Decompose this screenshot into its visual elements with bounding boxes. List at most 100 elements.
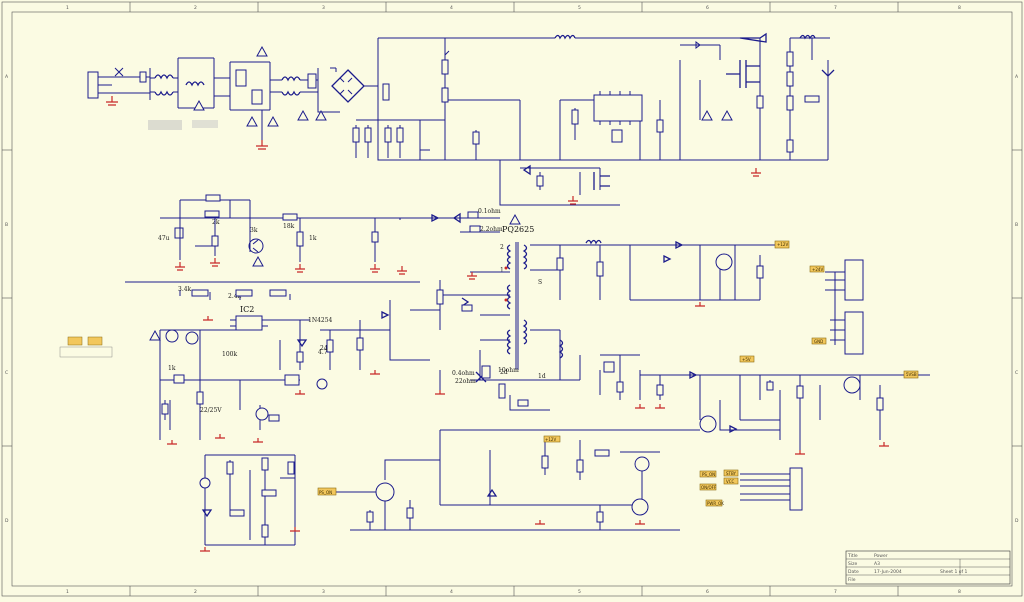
resistor-r-fb-4 — [786, 139, 794, 153]
zone-col-5-bottom: 5 — [578, 589, 581, 595]
transformer-pin-s: S — [538, 279, 542, 286]
title-block-label-file: File — [848, 577, 856, 583]
net-tag-small-3 — [268, 414, 280, 422]
capacitor-c-ss — [611, 129, 623, 143]
zone-row-labels: A B C D A B C D — [5, 74, 1019, 524]
net-tag-on-off-label: ON/OFF — [701, 485, 717, 490]
net-tag-ps-on — [699, 470, 717, 478]
pfc-controller-ic — [593, 94, 643, 122]
diode-d-aux — [522, 164, 531, 176]
transformer-aux-winding — [506, 329, 512, 355]
label-r-22ohm: 22ohm — [455, 378, 476, 385]
ground-icon — [295, 390, 305, 395]
net-tag-box-2 — [87, 336, 103, 346]
resistor-r-4-7 — [326, 339, 334, 353]
blurred-label-1 — [148, 120, 182, 130]
label-c-47u: 47u — [158, 235, 170, 242]
resistor-r-gate-main — [436, 289, 444, 305]
title-block-value-date: 17-Jun-2004 — [874, 569, 902, 575]
net-tag-pwr-ok-label: PWR_OK — [707, 501, 724, 506]
ground-icon — [655, 404, 665, 409]
capacitor-c-base — [406, 507, 414, 519]
resistor-r-t3 — [287, 461, 295, 475]
label-r-4-7: 4.7 — [318, 349, 328, 356]
net-tag-vcc-label: VCC — [726, 479, 735, 484]
zone-col-2: 2 — [194, 5, 197, 11]
pwm-controller-section: 3.4k 2.4k IC2 1N4254 24 4.7 — [59, 281, 445, 445]
pfc-boost-diode — [739, 32, 767, 43]
title-block-value-sheet: Sheet 1 of 1 — [940, 569, 968, 575]
optocoupler-2 — [634, 456, 650, 472]
resistor-r-prot-1 — [541, 455, 549, 469]
zone-row-d: D — [5, 518, 9, 524]
resistor-r-fb-1 — [786, 51, 794, 67]
transformer-pin-1: 1 — [500, 267, 504, 274]
net-tag-gnd — [811, 337, 827, 345]
zone-col-8: 8 — [958, 5, 961, 11]
capacitor-c-y — [517, 399, 529, 407]
capacitor-47u — [174, 227, 184, 239]
transistor-q-prot — [375, 482, 395, 502]
standby-output-section: 5VSB — [699, 370, 930, 455]
standby-flyback-section: 2k 3k 47u 18k 1k 0.1ohm 2.2ohm — [158, 194, 503, 275]
ground-icon — [290, 527, 300, 532]
net-tag-24v-label: +24V — [812, 267, 823, 272]
ground-icon — [167, 440, 177, 445]
resistor-r-t2 — [261, 457, 269, 471]
resistor-r-fb-3 — [786, 95, 794, 111]
warning-triangle-icon — [701, 109, 713, 121]
diode-d-pok — [729, 424, 738, 434]
resistor-r-reg — [616, 381, 624, 393]
ground-icon — [370, 264, 380, 273]
diode-d-prot — [316, 378, 328, 390]
resistor-r-t4 — [229, 509, 245, 517]
zener-diode-prot — [486, 488, 498, 497]
transistor-q-pwm — [255, 407, 269, 421]
resistor-r-line-sense-2 — [235, 289, 253, 297]
zone-column-labels: 1 2 3 4 5 6 7 8 1 2 3 4 5 6 7 8 — [66, 5, 961, 595]
net-tag-small-2 — [284, 374, 300, 386]
resistor-r-line-sense-1 — [191, 289, 209, 297]
label-r-3k: 3k — [250, 227, 258, 234]
resistor-r-gate — [756, 95, 764, 109]
label-r-0-4ohm: 0.4ohm — [452, 370, 475, 377]
ground-icon — [635, 404, 645, 409]
capacitor-c-ramp — [161, 403, 169, 415]
title-block-label-size: Size — [848, 561, 857, 567]
title-block-value-title: Power — [874, 553, 888, 559]
connector-cn-1 — [844, 259, 864, 301]
zone-col-4-bottom: 4 — [450, 589, 453, 595]
protection-circuit-section: +12V PS_ON — [317, 429, 700, 531]
transistor-q-reg — [603, 361, 615, 373]
title-block-value-size: A3 — [874, 561, 880, 567]
ground-icon — [215, 434, 225, 439]
ground-icon — [435, 390, 445, 395]
zone-col-6-bottom: 6 — [706, 589, 709, 595]
ground-icon — [751, 168, 761, 177]
net-tag-5vsb-label: 5VSB — [906, 372, 917, 377]
zener-diode-1n4254 — [296, 339, 308, 348]
label-r-3-4k: 3.4k — [178, 286, 192, 293]
resistor-r-c — [384, 127, 392, 143]
warning-triangle-icon — [315, 109, 327, 121]
zone-col-3: 3 — [322, 5, 325, 11]
diode-d-5v — [689, 370, 698, 380]
ground-icon — [795, 450, 805, 455]
label-r-24: 24 — [320, 345, 328, 352]
warning-triangle-icon — [149, 329, 161, 341]
pfc-inductor — [554, 34, 576, 40]
ground-icon — [535, 520, 545, 525]
resistor-r-fb-main — [356, 337, 364, 351]
resistor-r-start — [205, 194, 221, 202]
warning-triangle-icon — [252, 255, 264, 267]
note-text-block — [59, 346, 113, 358]
capacitor-c-out-2 — [596, 261, 604, 277]
optocoupler-led — [165, 329, 179, 343]
inductor-l-out — [799, 34, 816, 40]
zener-diode-t — [201, 509, 213, 518]
warning-triangle-icon — [267, 115, 279, 127]
thermistor-ntc — [307, 73, 317, 89]
resistor-r-divider-1 — [441, 59, 449, 75]
